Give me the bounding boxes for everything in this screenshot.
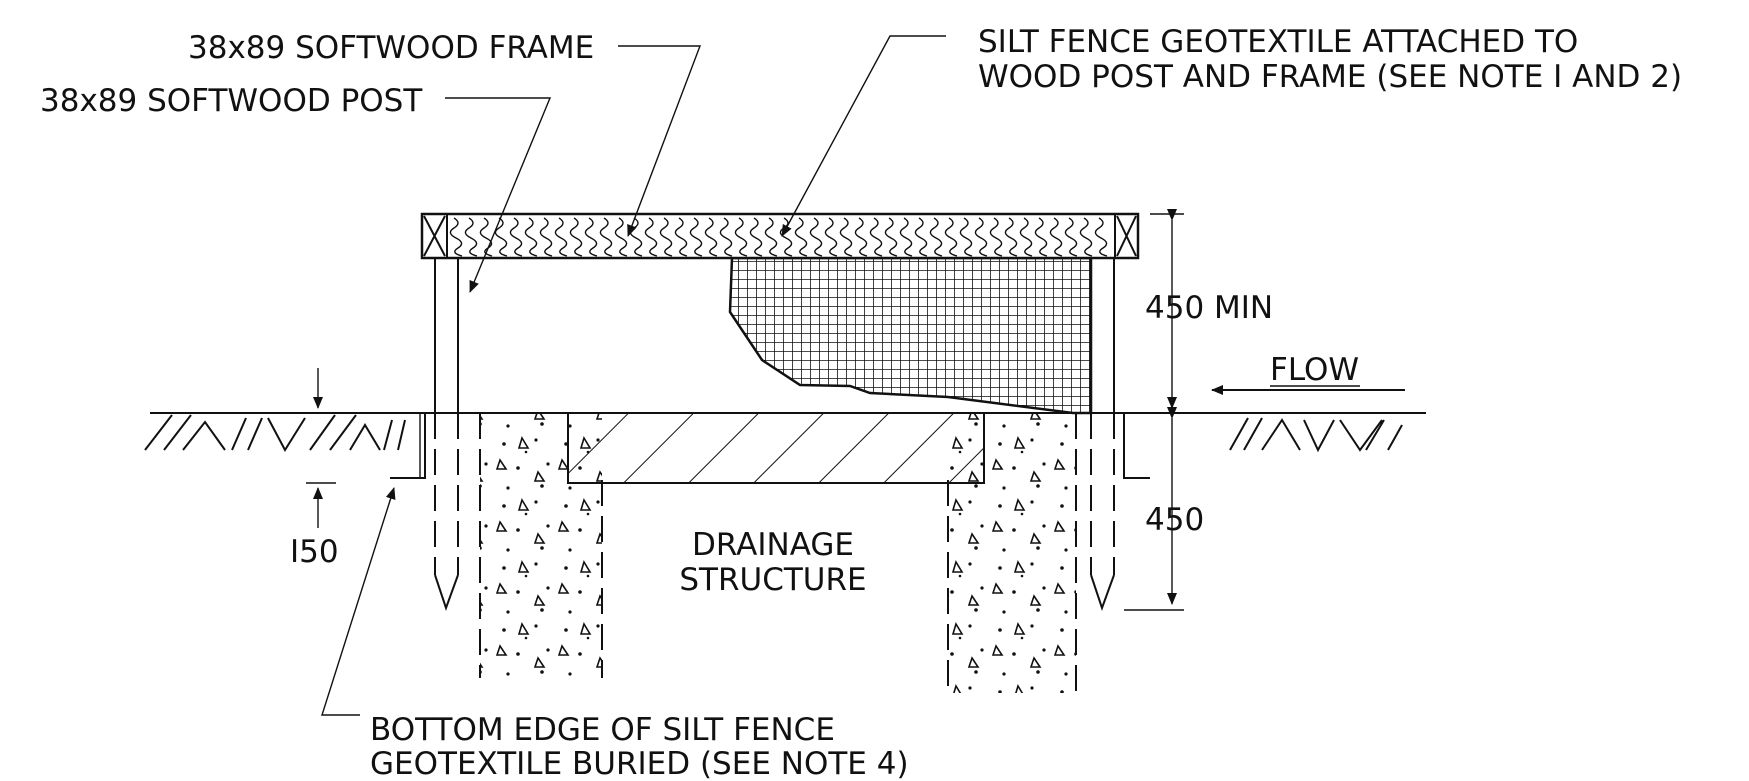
woodgrain-stroke xyxy=(1004,217,1018,257)
leader-frame xyxy=(618,45,702,237)
woodgrain-stroke xyxy=(539,217,553,257)
woodgrain-stroke xyxy=(929,217,943,257)
woodgrain-stroke xyxy=(1064,217,1078,257)
soil-symbol-right xyxy=(1229,417,1403,453)
label-geotextile-line1: SILT FENCE GEOTEXTILE ATTACHED TO xyxy=(978,24,1578,60)
soil-symbol-left xyxy=(144,414,406,452)
woodgrain-stroke xyxy=(599,217,613,257)
wood-post-right xyxy=(1090,258,1115,612)
dimension-150 xyxy=(306,368,336,528)
woodgrain-stroke xyxy=(1094,217,1108,257)
woodgrain-stroke xyxy=(449,217,463,257)
woodgrain-stroke xyxy=(794,217,808,257)
woodgrain-stroke xyxy=(854,217,868,257)
woodgrain-stroke xyxy=(749,217,763,257)
wood-post-left xyxy=(434,258,459,612)
woodgrain-stroke xyxy=(554,217,568,257)
woodgrain-stroke xyxy=(659,217,673,257)
woodgrain-stroke xyxy=(959,217,973,257)
woodgrain-stroke xyxy=(614,217,628,257)
woodgrain-stroke xyxy=(1049,217,1063,257)
woodgrain-stroke xyxy=(869,217,883,257)
woodgrain-stroke xyxy=(884,217,898,257)
label-dim-150: I50 xyxy=(290,534,339,570)
woodgrain-stroke xyxy=(689,217,703,257)
woodgrain-stroke xyxy=(704,217,718,257)
silt-fence-geotextile xyxy=(728,256,1093,415)
label-bottom-line1: BOTTOM EDGE OF SILT FENCE xyxy=(370,712,835,748)
geotextile-buried-left xyxy=(390,413,426,479)
woodgrain-stroke xyxy=(629,217,643,257)
label-structure-line2: STRUCTURE xyxy=(679,562,866,598)
woodgrain-stroke xyxy=(584,217,598,257)
woodgrain-stroke xyxy=(824,217,838,257)
label-bottom-line2: GEOTEXTILE BURIED (SEE NOTE 4) xyxy=(370,746,909,781)
geotextile-buried-right xyxy=(1123,413,1150,479)
woodgrain-stroke xyxy=(509,217,523,257)
woodgrain-stroke xyxy=(524,217,538,257)
woodgrain-stroke xyxy=(764,217,778,257)
woodgrain-stroke xyxy=(809,217,823,257)
leader-bottom-edge xyxy=(321,487,396,716)
leader-geotextile xyxy=(781,35,946,237)
woodgrain-stroke xyxy=(494,217,508,257)
label-geotextile-line2: WOOD POST AND FRAME (SEE NOTE I AND 2) xyxy=(978,59,1682,95)
woodgrain-stroke xyxy=(974,217,988,257)
woodgrain-stroke xyxy=(644,217,658,257)
woodgrain-stroke xyxy=(674,217,688,257)
label-frame: 38x89 SOFTWOOD FRAME xyxy=(188,30,594,66)
label-structure-line1: DRAINAGE xyxy=(692,527,854,563)
woodgrain-stroke xyxy=(1019,217,1033,257)
woodgrain-stroke xyxy=(734,217,748,257)
woodgrain-stroke xyxy=(464,217,478,257)
woodgrain-stroke xyxy=(479,217,493,257)
label-dim-depth: 450 xyxy=(1145,502,1204,538)
woodgrain-stroke xyxy=(1034,217,1048,257)
dimension-depth xyxy=(1124,407,1184,611)
woodgrain-stroke xyxy=(719,217,733,257)
woodgrain-stroke xyxy=(1079,217,1093,257)
softwood-frame xyxy=(420,212,1140,260)
woodgrain-stroke xyxy=(914,217,928,257)
drainage-grate xyxy=(567,412,985,484)
label-flow: FLOW xyxy=(1270,352,1359,388)
label-dim-height: 450 MIN xyxy=(1145,290,1273,326)
label-post: 38x89 SOFTWOOD POST xyxy=(40,83,423,119)
woodgrain-stroke xyxy=(839,217,853,257)
woodgrain-stroke xyxy=(989,217,1003,257)
frame-woodgrain xyxy=(449,217,1108,257)
woodgrain-stroke xyxy=(569,217,583,257)
woodgrain-stroke xyxy=(899,217,913,257)
woodgrain-stroke xyxy=(944,217,958,257)
leader-post xyxy=(445,97,552,293)
